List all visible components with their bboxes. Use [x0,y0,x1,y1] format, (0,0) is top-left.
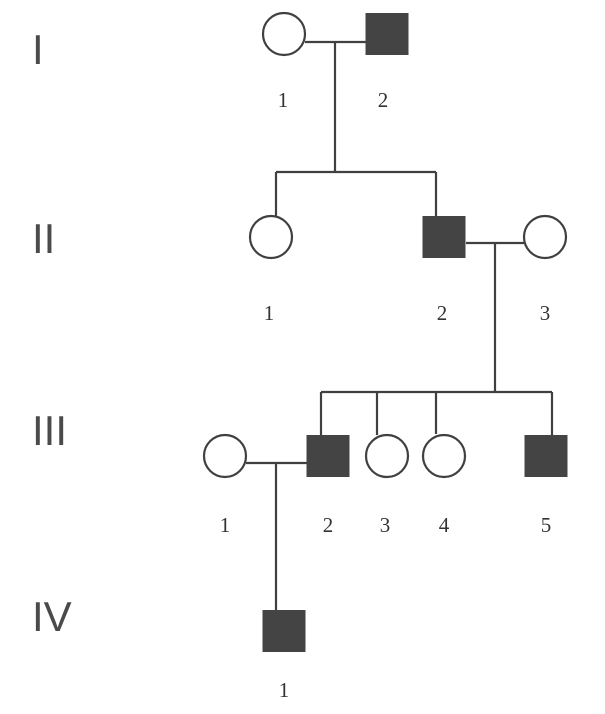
unaffected-female-circle-icon [202,433,248,479]
individual-number: 1 [264,301,275,325]
generation-label: II [32,215,55,262]
individual-number: 3 [380,513,391,537]
generation-label: III [32,407,67,454]
unaffected-female-circle-icon [421,433,467,479]
individual-number: 3 [540,301,551,325]
affected-male-square-icon [365,13,409,55]
affected-male-square-icon [262,610,306,652]
generation-label: I [32,26,44,73]
individual-number: 1 [279,678,290,702]
generation-label: IV [32,593,72,640]
unaffected-female-circle-icon [261,11,307,57]
unaffected-female-circle-icon [248,214,294,260]
individual-number: 4 [439,513,450,537]
affected-male-square-icon [422,216,466,258]
individual-number: 2 [323,513,334,537]
individual-number: 2 [378,88,389,112]
unaffected-female-circle-icon [522,214,568,260]
individual-number: 2 [437,301,448,325]
individual-number: 1 [220,513,231,537]
individual-number: 5 [541,513,552,537]
affected-male-square-icon [524,435,568,477]
affected-male-square-icon [306,435,350,477]
unaffected-female-circle-icon [364,433,410,479]
individual-number: 1 [278,88,289,112]
